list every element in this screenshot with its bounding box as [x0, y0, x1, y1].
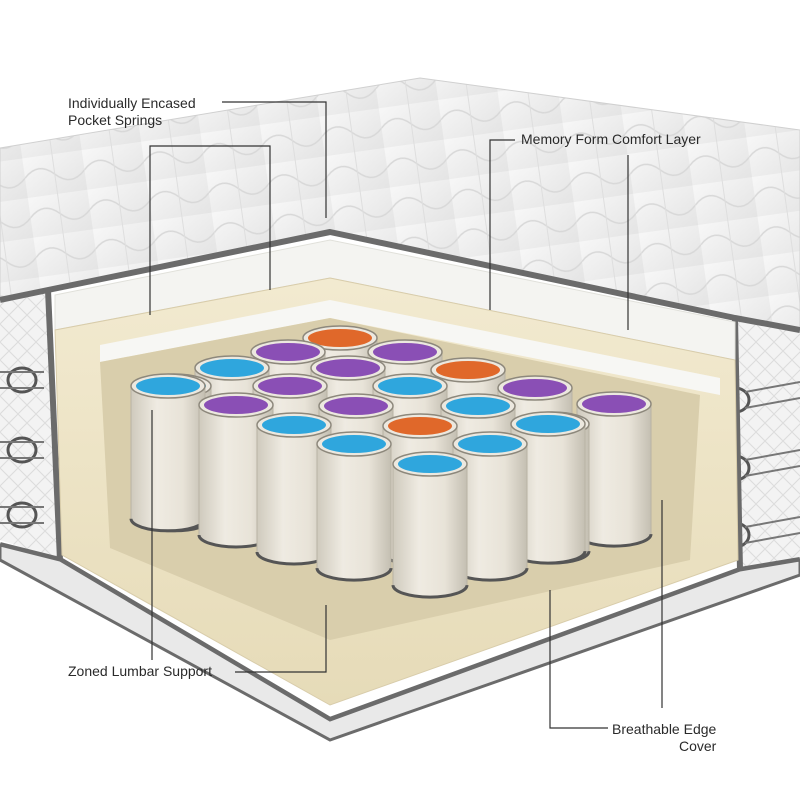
label-memory-foam-text: Memory Form Comfort Layer: [521, 131, 701, 147]
spring-cap-purple: [582, 395, 646, 413]
pocket-spring: [509, 411, 587, 565]
spring-cap-blue: [398, 455, 462, 473]
spring-cap-blue: [200, 359, 264, 377]
pocket-spring: [197, 392, 275, 549]
spring-cap-orange: [436, 361, 500, 379]
leader-memory-a: [489, 139, 515, 310]
label-edge-cover-line1: Breathable Edge: [612, 721, 717, 737]
spring-cap-purple: [373, 343, 437, 361]
label-pocket-springs: Individually Encased Pocket Springs: [68, 95, 196, 129]
spring-cap-purple: [316, 359, 380, 377]
pocket-spring: [315, 431, 393, 582]
spring-body: [392, 463, 468, 598]
pocket-spring: [451, 431, 529, 582]
label-pocket-springs-line1: Individually Encased: [68, 95, 196, 111]
spring-body: [130, 385, 206, 532]
bottom-border: [0, 543, 800, 742]
pocket-spring: [391, 451, 469, 599]
pocket-spring: [255, 412, 333, 566]
label-memory-foam: Memory Form Comfort Layer: [521, 131, 701, 148]
label-pocket-springs-line2: Pocket Springs: [68, 112, 163, 128]
spring-cap-blue: [458, 435, 522, 453]
pocket-spring: [129, 373, 207, 533]
mattress-right-side: [735, 318, 800, 570]
label-lumbar-support-text: Zoned Lumbar Support: [68, 663, 212, 679]
spring-cap-blue: [262, 416, 326, 434]
spring-cap-orange: [388, 417, 452, 435]
spring-cap-blue: [136, 377, 200, 395]
leader-lumbar-b: [235, 605, 327, 673]
spring-cap-purple: [324, 397, 388, 415]
spring-body: [316, 443, 392, 581]
spring-cap-orange: [308, 329, 372, 347]
spring-cap-blue: [446, 397, 510, 415]
spring-cap-blue: [378, 377, 442, 395]
mattress-left-side: [0, 290, 60, 560]
spring-cap-blue: [516, 415, 580, 433]
label-lumbar-support: Zoned Lumbar Support: [68, 663, 212, 680]
spring-cap-purple: [204, 396, 268, 414]
spring-cap-purple: [256, 343, 320, 361]
label-edge-cover: Breathable Edge Cover: [612, 721, 716, 755]
edge-coils-left: [0, 366, 44, 529]
pocket-springs-group: [129, 325, 653, 599]
inner-comfort-layer: [100, 300, 720, 395]
pocket-spring: [575, 391, 653, 548]
spring-base-ring: [391, 584, 469, 599]
leader-springs-b: [149, 145, 271, 315]
leader-edge-a: [549, 590, 608, 729]
spring-cap-purple: [503, 379, 567, 397]
leader-springs-a: [222, 101, 327, 218]
spring-base-ring: [315, 567, 393, 582]
spring-cap-blue: [322, 435, 386, 453]
leader-lines: [149, 101, 663, 729]
label-edge-cover-line2: Cover: [678, 738, 717, 754]
spring-cap-purple: [258, 377, 322, 395]
